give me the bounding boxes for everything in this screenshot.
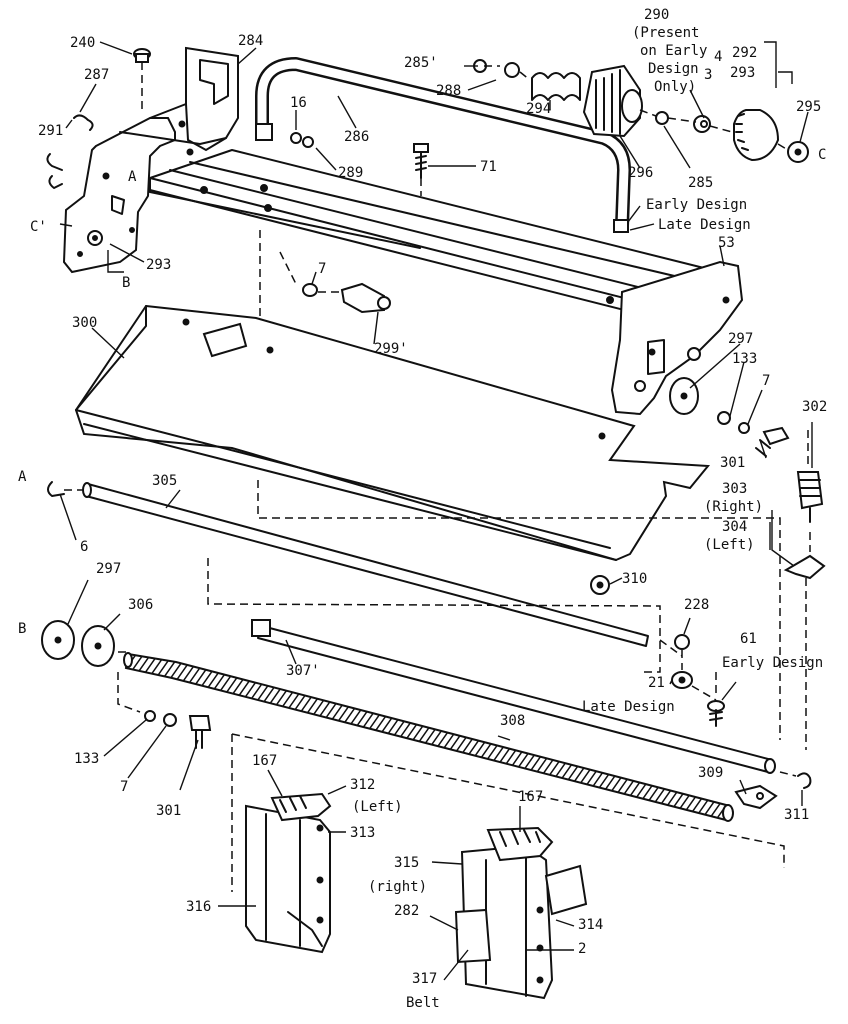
- label-133-left: 133: [74, 751, 100, 767]
- label-early-design-lower: Early Design: [722, 655, 824, 671]
- label-293-left: 293: [146, 257, 172, 273]
- label-317: 317: [412, 971, 438, 987]
- label-a-top: A: [128, 169, 137, 185]
- label-294: 294: [526, 101, 552, 117]
- label-16: 16: [290, 95, 307, 111]
- label-61: 61: [740, 631, 757, 647]
- tractor-outline: [231, 733, 785, 892]
- label-167-right: 167: [518, 789, 544, 805]
- label-7-upper: 7: [318, 261, 327, 277]
- label-311: 311: [784, 807, 810, 823]
- label-3: 3: [704, 67, 713, 83]
- label-285-top: 285': [404, 55, 438, 71]
- label-a-left: A: [18, 469, 27, 485]
- bracket-299: [259, 230, 391, 350]
- label-b-top: B: [122, 275, 131, 291]
- label-316: 316: [186, 899, 212, 915]
- label-295: 295: [796, 99, 822, 115]
- label-right-315: (right): [368, 879, 428, 895]
- label-299: 299': [374, 341, 408, 357]
- label-present-2: on Early: [640, 43, 708, 59]
- label-304: 304: [722, 519, 748, 535]
- label-305: 305: [152, 473, 178, 489]
- left-tractor-316: [245, 792, 332, 954]
- label-right-paren: (Right): [704, 499, 764, 515]
- knob-assembly: [473, 59, 809, 163]
- label-71: 71: [480, 159, 497, 175]
- right-side-plate: [610, 260, 744, 416]
- label-306: 306: [128, 597, 154, 613]
- left-side-plate: [62, 117, 176, 274]
- label-291: 291: [38, 123, 64, 139]
- label-282: 282: [394, 903, 420, 919]
- label-297-left: 297: [96, 561, 122, 577]
- label-c-prime: C': [30, 219, 47, 235]
- label-c: C: [818, 147, 827, 163]
- label-290: 290: [644, 7, 670, 23]
- label-present-3: Design: [648, 61, 699, 77]
- label-240: 240: [70, 35, 96, 51]
- label-310: 310: [622, 571, 648, 587]
- label-293-right: 293: [730, 65, 756, 81]
- leader-lines: [59, 41, 813, 981]
- label-left-312: (Left): [352, 799, 403, 815]
- label-309: 309: [698, 765, 724, 781]
- label-308: 308: [500, 713, 526, 729]
- label-late-design-top: Late Design: [658, 217, 751, 233]
- label-7-left: 7: [120, 779, 129, 795]
- label-289: 289: [338, 165, 364, 181]
- label-53: 53: [718, 235, 735, 251]
- label-297-right: 297: [728, 331, 754, 347]
- washer-parts: [671, 634, 725, 727]
- label-7-right: 7: [762, 373, 771, 389]
- left-end-parts: [41, 620, 212, 749]
- label-287: 287: [84, 67, 110, 83]
- label-early-design-top: Early Design: [646, 197, 748, 213]
- label-present-1: (Present: [632, 25, 700, 41]
- label-303: 303: [722, 481, 748, 497]
- label-284: 284: [238, 33, 264, 49]
- label-313: 313: [350, 825, 376, 841]
- rod-307: [207, 558, 776, 774]
- label-167-left: 167: [252, 753, 278, 769]
- label-302: 302: [802, 399, 828, 415]
- cover-plate-300: [74, 304, 781, 740]
- label-left-paren: (Left): [704, 537, 755, 553]
- handle-bar-286: [255, 57, 631, 233]
- label-2: 2: [578, 941, 587, 957]
- label-4: 4: [714, 49, 723, 65]
- label-belt: Belt: [406, 995, 440, 1011]
- platen-roller-308: [123, 652, 734, 822]
- label-228: 228: [684, 597, 710, 613]
- label-286: 286: [344, 129, 370, 145]
- label-288: 288: [436, 83, 462, 99]
- label-late-design-lower: Late Design: [582, 699, 675, 715]
- label-292: 292: [732, 45, 758, 61]
- bracket-284: [119, 46, 239, 152]
- label-133-right: 133: [732, 351, 758, 367]
- label-312: 312: [350, 777, 376, 793]
- label-307: 307': [286, 663, 320, 679]
- label-300: 300: [72, 315, 98, 331]
- right-small-parts: [669, 377, 826, 750]
- label-present-4: Only): [654, 79, 697, 95]
- right-tractor-315: [454, 826, 588, 1000]
- label-21: 21: [648, 675, 665, 691]
- label-315: 315: [394, 855, 420, 871]
- small-parts-top: [46, 48, 429, 196]
- label-285-right: 285: [688, 175, 714, 191]
- label-314: 314: [578, 917, 604, 933]
- rod-305: [47, 481, 649, 647]
- label-301-right: 301: [720, 455, 746, 471]
- parts-309-311: [734, 771, 812, 810]
- label-301-left: 301: [156, 803, 182, 819]
- label-b-left: B: [18, 621, 27, 637]
- label-296: 296: [628, 165, 654, 181]
- label-6: 6: [80, 539, 89, 555]
